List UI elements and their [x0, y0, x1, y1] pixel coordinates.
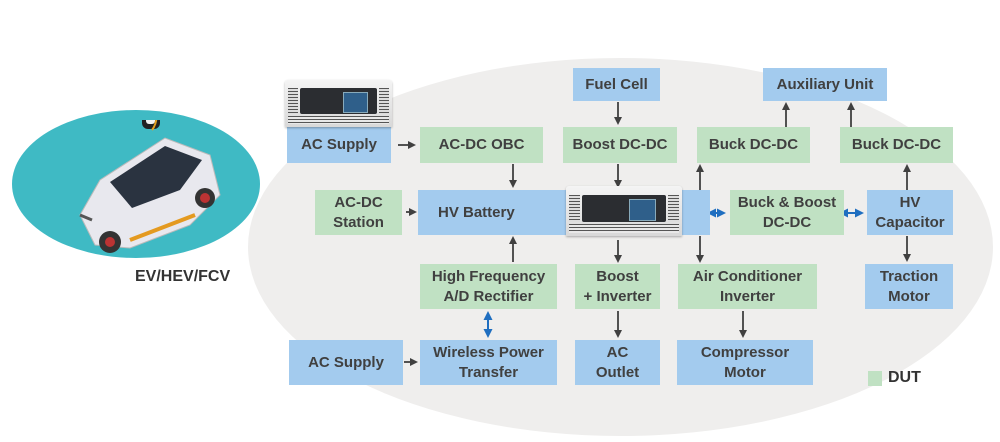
- block-air-conditioner-inverter: Air Conditioner Inverter: [678, 264, 817, 309]
- block-traction-motor: Traction Motor: [865, 264, 953, 309]
- ac-power-supply-instrument-icon: [285, 80, 392, 127]
- block-compressor-motor: Compressor Motor: [677, 340, 813, 385]
- block-hv-capacitor: HV Capacitor: [867, 190, 953, 235]
- block-buck-dc-dc-2: Buck DC-DC: [840, 127, 953, 163]
- block-ac-dc-station: AC-DC Station: [315, 190, 402, 235]
- block-ac-dc-obc: AC-DC OBC: [420, 127, 543, 163]
- block-ac-supply-bottom: AC Supply: [289, 340, 403, 385]
- car-icon: [79, 137, 221, 253]
- block-boost-inverter: Boost + Inverter: [575, 264, 660, 309]
- charging-station-icon: [142, 120, 160, 131]
- block-boost-dc-dc: Boost DC-DC: [563, 127, 677, 163]
- legend-dut-label: DUT: [888, 369, 921, 386]
- vehicle-label: EV/HEV/FCV: [135, 268, 231, 285]
- dc-power-supply-instrument-icon: [566, 186, 682, 236]
- block-buck-boost-dc-dc: Buck & Boost DC-DC: [730, 190, 844, 235]
- block-hf-ad-rectifier: High Frequency A/D Rectifier: [420, 264, 557, 309]
- block-ac-outlet: AC Outlet: [575, 340, 660, 385]
- block-buck-dc-dc-1: Buck DC-DC: [697, 127, 810, 163]
- legend-dut-swatch: [868, 371, 882, 386]
- ev-car-illustration: [79, 120, 221, 253]
- block-fuel-cell: Fuel Cell: [573, 68, 660, 101]
- block-ac-supply-top: AC Supply: [287, 127, 391, 163]
- block-auxiliary-unit: Auxiliary Unit: [763, 68, 887, 101]
- block-wireless-power-transfer: Wireless Power Transfer: [420, 340, 557, 385]
